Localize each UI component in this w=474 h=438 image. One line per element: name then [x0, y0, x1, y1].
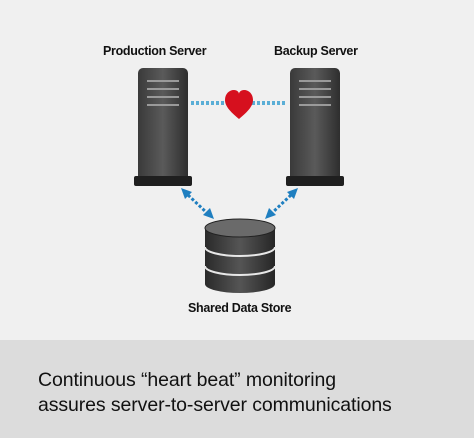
shared-data-store-label: Shared Data Store — [188, 301, 292, 315]
caption-panel — [0, 340, 474, 438]
heart-icon — [225, 90, 253, 119]
caption-line-2: assures server-to-server communications — [38, 394, 392, 416]
backup-datastore-link — [265, 188, 298, 219]
backup-server-icon — [286, 68, 344, 186]
backup-server-label: Backup Server — [274, 44, 358, 58]
caption-line-1: Continuous “heart beat” monitoring — [38, 369, 336, 391]
production-server-label: Production Server — [103, 44, 207, 58]
production-server-icon — [134, 68, 192, 186]
database-icon — [204, 218, 276, 293]
production-datastore-link — [181, 188, 214, 219]
diagram-artwork — [134, 68, 344, 293]
